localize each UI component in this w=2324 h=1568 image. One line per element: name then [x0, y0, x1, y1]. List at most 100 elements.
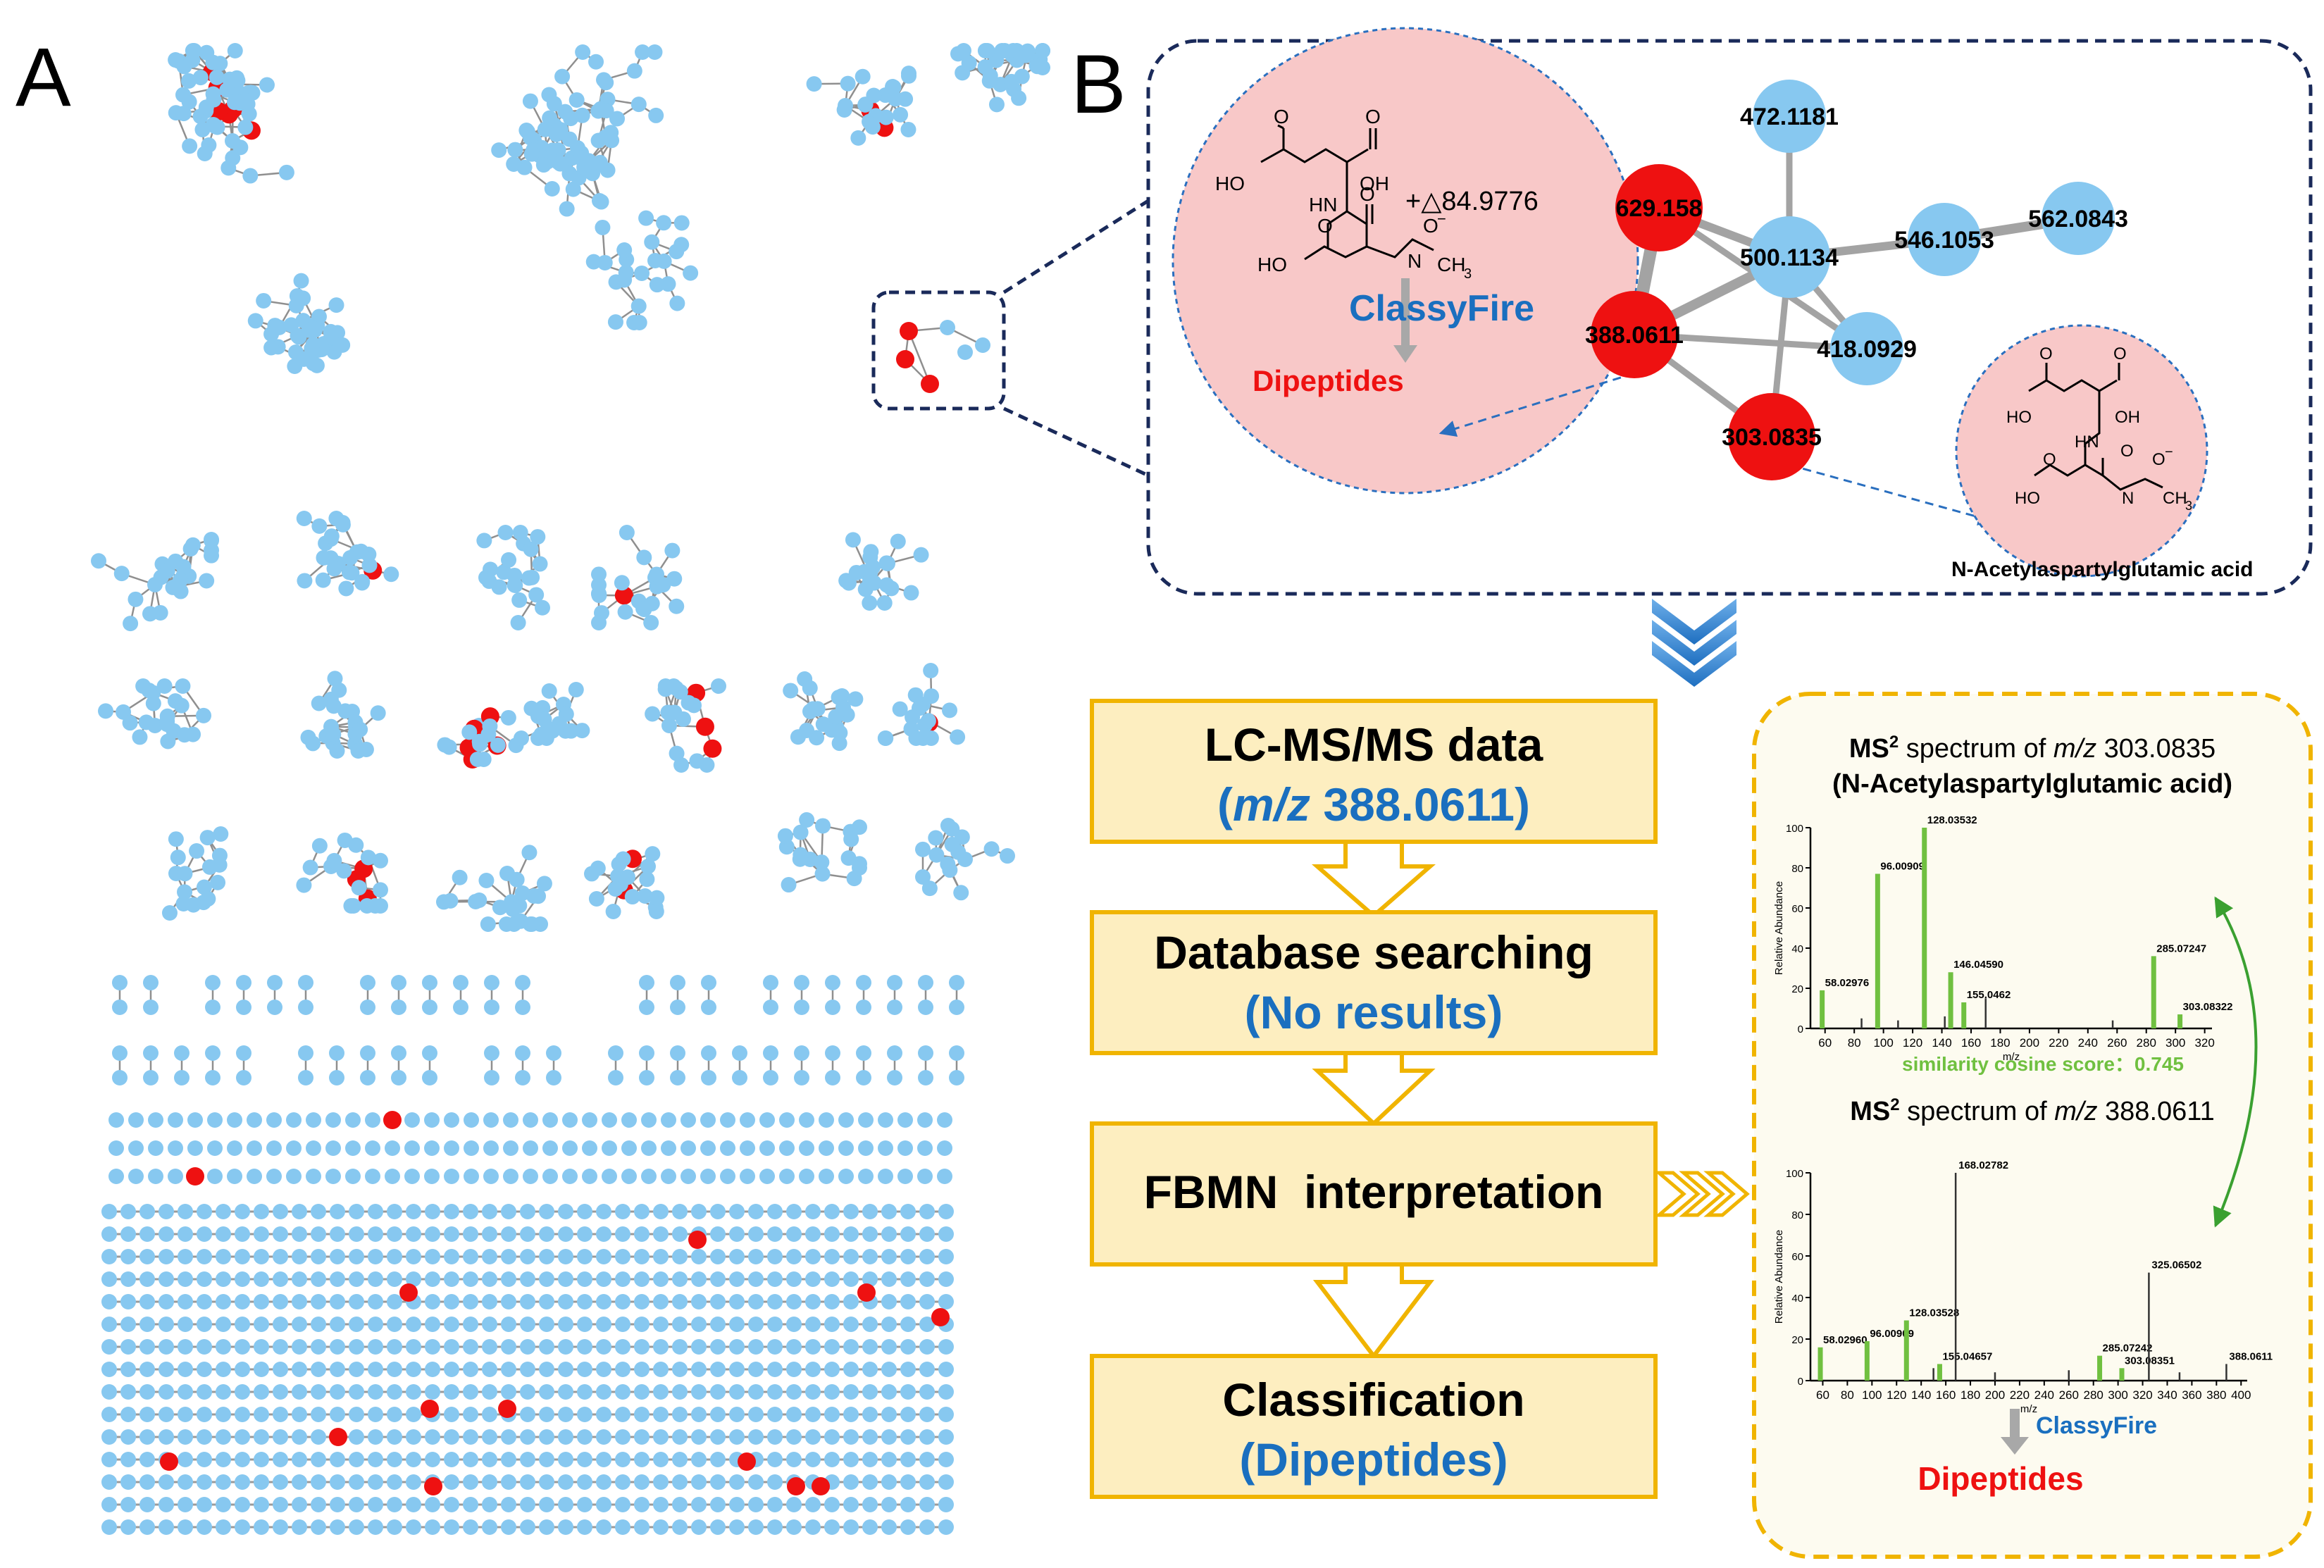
network-node [767, 1497, 783, 1512]
network-node [463, 1362, 478, 1377]
network-node [558, 1497, 573, 1512]
spectra-down-arrow-head [2001, 1437, 2029, 1455]
network-node [254, 1294, 269, 1309]
network-node [634, 1384, 650, 1400]
network-node [834, 688, 850, 704]
network-node [522, 93, 538, 109]
network-node [661, 1112, 676, 1128]
network-node [917, 1169, 933, 1184]
network-node [938, 1474, 954, 1490]
network-node [442, 892, 459, 909]
network-node [631, 315, 647, 330]
bottom-spectrum-title: MS2 spectrum of m/z 388.0611 [1850, 1095, 2214, 1126]
network-node [273, 1429, 288, 1445]
network-node [235, 1362, 250, 1377]
network-node [101, 1249, 117, 1264]
network-node [542, 1140, 558, 1156]
network-node [979, 43, 995, 58]
network-node [444, 1317, 459, 1332]
network-node [609, 111, 626, 127]
network-node [148, 1140, 163, 1156]
network-node [311, 1474, 326, 1490]
network-node [562, 1112, 578, 1128]
network-node [266, 1112, 282, 1128]
network-node [425, 1384, 440, 1400]
network-node [783, 683, 799, 699]
x-tick-label: 240 [2078, 1036, 2098, 1050]
network-node [196, 879, 212, 895]
network-node [311, 1226, 326, 1242]
left-dipeptides-label: Dipeptides [1253, 364, 1404, 397]
network-node [173, 697, 189, 714]
network-node [247, 313, 263, 329]
network-node [878, 1140, 893, 1156]
network-node [145, 695, 161, 711]
network-node [311, 1497, 326, 1512]
network-node [653, 1429, 669, 1445]
x-tick-label: 180 [1961, 1388, 1980, 1402]
network-node [197, 1452, 212, 1467]
network-node [471, 892, 487, 908]
flow-step-2-sub: (No results) [1245, 986, 1503, 1038]
network-node [568, 682, 584, 698]
network-node [701, 975, 716, 990]
network-node [1029, 58, 1045, 75]
network-node [809, 701, 826, 717]
network-node [293, 273, 309, 289]
network-node [211, 847, 228, 864]
network-node [453, 975, 468, 990]
network-node [653, 1407, 669, 1422]
network-node [216, 1429, 231, 1445]
network-node [575, 44, 591, 60]
network-node [520, 1317, 535, 1332]
network-node [528, 587, 545, 603]
network-node-highlight [812, 1477, 830, 1495]
network-node [558, 1271, 573, 1287]
network-node [897, 1140, 913, 1156]
network-node [404, 1169, 420, 1184]
network-node [890, 533, 906, 549]
network-node [786, 1339, 802, 1355]
network-node [197, 1429, 212, 1445]
network-node [539, 1204, 554, 1219]
network-node [298, 1070, 313, 1085]
network-node [590, 860, 606, 876]
y-tick-label: 100 [1786, 823, 1803, 835]
network-node [91, 553, 106, 569]
network-node [406, 1519, 421, 1535]
network-node [781, 877, 797, 893]
network-node [159, 1226, 174, 1242]
network-node [197, 1294, 212, 1309]
network-node [881, 1271, 897, 1287]
network-node [786, 1294, 802, 1309]
network-node [120, 1452, 136, 1467]
network-node [444, 1169, 459, 1184]
network-node [482, 1204, 497, 1219]
network-node [156, 678, 173, 694]
y-tick-label: 80 [1791, 1209, 1803, 1221]
network-node [558, 1339, 573, 1355]
network-node [653, 1204, 669, 1219]
network-node [862, 1226, 878, 1242]
network-node [881, 1407, 897, 1422]
network-node [794, 1045, 809, 1061]
network-node [793, 824, 809, 840]
network-node-blue [1753, 80, 1826, 153]
network-node [824, 1204, 840, 1219]
network-node [982, 68, 998, 84]
network-node [120, 1339, 136, 1355]
network-node [520, 1226, 535, 1242]
network-node [216, 1294, 231, 1309]
network-node [209, 119, 225, 135]
network-node [406, 1362, 421, 1377]
network-node [501, 1294, 516, 1309]
network-node [497, 525, 514, 540]
network-node [511, 592, 528, 608]
network-node [309, 357, 325, 373]
network-node [360, 1070, 375, 1085]
x-tick-label: 320 [2194, 1036, 2214, 1050]
network-node [672, 684, 688, 700]
network-node [197, 1497, 212, 1512]
network-node [656, 253, 672, 269]
network-node [159, 1249, 174, 1264]
